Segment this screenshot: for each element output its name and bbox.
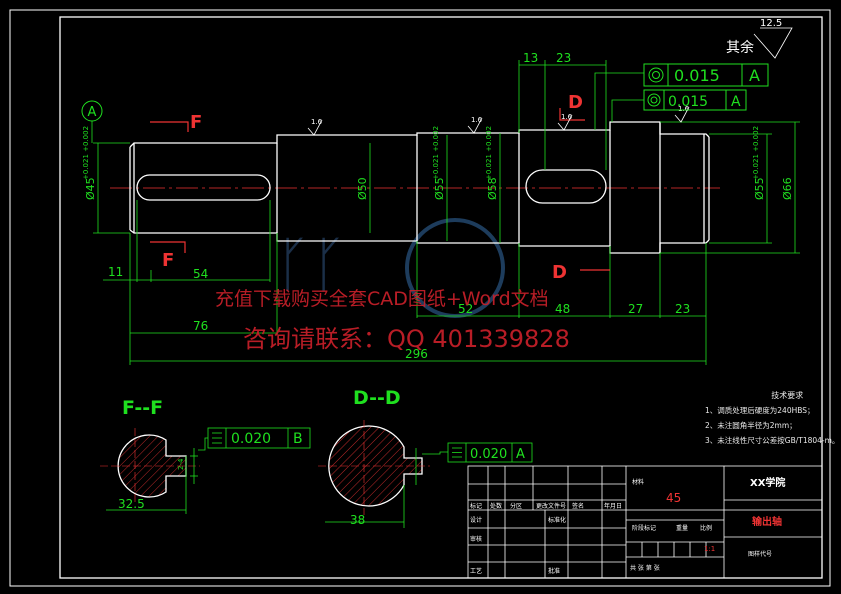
datum-label: A (88, 105, 97, 120)
h-zone: 分区 (510, 502, 522, 510)
section-f-key-depth: 2-4 (177, 458, 185, 470)
section-cut-marks (150, 108, 610, 271)
h-qty: 处数 (490, 502, 502, 510)
sym-f-value: 0.020 (231, 431, 271, 447)
dim-d55a: Ø55 (433, 177, 446, 200)
other-roughness-value: 12.5 (760, 18, 782, 29)
runout1-datum: A (749, 66, 760, 85)
scale-value: 1:1 (704, 545, 715, 553)
technical-requirements: 技术要求 1、调质处理后硬度为240HBS； 2、未注圆角半径为2mm； 3、未… (705, 388, 839, 448)
tol-55a: +0.021 +0.002 (432, 126, 440, 180)
school-name: XX学院 (750, 476, 785, 489)
material-value: 45 (666, 491, 681, 505)
r-std: 标准化 (548, 516, 566, 524)
section-title-dd: D--D (353, 387, 401, 409)
tolerance-superscripts: +0.021 +0.002 +0.021 +0.002 +0.021 +0.00… (82, 126, 760, 180)
roughness-2: 1.6 (471, 116, 483, 124)
dim-13: 13 (523, 51, 538, 65)
runout2-value: 0.015 (668, 94, 708, 110)
outer-frame (9, 9, 831, 587)
section-f-width: 32.5 (118, 497, 145, 511)
c-stage: 阶段标记 (632, 524, 656, 532)
other-roughness-label: 其余 (726, 39, 754, 56)
c-material: 材料 (632, 478, 644, 486)
note-2: 2、未注圆角半径为2mm； (705, 421, 797, 430)
dimension-lines (91, 60, 800, 365)
section-d-width: 38 (350, 513, 365, 527)
section-mark-d-bottom: D (552, 262, 567, 283)
roughness-values: 1.6 1.6 1.6 1.6 (311, 105, 690, 126)
h-mark: 标记 (470, 502, 482, 510)
part-name: 输出轴 (752, 515, 782, 528)
r-check: 审核 (470, 535, 482, 543)
datum-circle (81, 100, 103, 122)
tol-45: +0.021 +0.002 (82, 126, 90, 180)
title-block-labels: 标记 处数 分区 更改文件号 签名 年月日 设计 标准化 审核 工艺 批准 阶段… (470, 478, 772, 575)
watermark-logo-text: ᚴᚴ (275, 230, 347, 300)
r-process: 工艺 (470, 567, 482, 575)
roughness-4: 1.6 (678, 105, 690, 113)
diameter-texts: Ø50 Ø58 Ø66 Ø45 Ø55 Ø55 (84, 177, 794, 200)
h-docno: 更改文件号 (536, 502, 566, 510)
title-block (467, 465, 823, 579)
c-weight: 重量 (676, 524, 688, 532)
runout-frames (643, 63, 769, 111)
dim-d50: Ø50 (356, 177, 369, 200)
sym-f-datum: B (293, 431, 303, 447)
dim-23a: 23 (556, 51, 571, 65)
roughness-1: 1.6 (311, 118, 323, 126)
dim-23b: 23 (675, 302, 690, 316)
section-dd: 38 0.020 A (318, 420, 533, 528)
section-mark-d-top: D (568, 92, 583, 113)
h-date: 年月日 (604, 502, 622, 510)
roughness-3: 1.6 (561, 113, 573, 121)
notes-title: 技术要求 (771, 391, 804, 400)
section-mark-f-top: F (190, 112, 202, 133)
dim-11: 11 (108, 265, 123, 279)
dim-d66: Ø66 (781, 177, 794, 200)
runout2-datum: A (731, 94, 741, 110)
section-mark-f-bottom: F (162, 250, 174, 271)
dim-48: 48 (555, 302, 570, 316)
section-ff: 32.5 2-4 0.020 B (100, 427, 311, 514)
tol-55b: +0.021 +0.002 (752, 126, 760, 180)
c-docno: 图样代号 (748, 550, 772, 558)
roughness-symbols (307, 27, 793, 136)
dim-296: 296 (405, 347, 428, 361)
note-3: 3、未注线性尺寸公差按GB/T1804-m。 (705, 436, 840, 445)
sym-d-value: 0.020 (470, 447, 507, 462)
dimension-texts: 13 23 11 54 76 52 48 27 23 296 (108, 51, 690, 361)
dim-d45: Ø45 (84, 177, 97, 200)
section-title-ff: F--F (122, 397, 163, 419)
c-sheet: 共 张 第 张 (630, 564, 660, 572)
watermark-line-1: 充值下载购买全套CAD图纸+Word文档 (215, 288, 549, 310)
runout1-value: 0.015 (674, 66, 720, 85)
dim-d55b: Ø55 (753, 177, 766, 200)
note-1: 1、调质处理后硬度为240HBS； (705, 406, 815, 415)
dim-d58: Ø58 (486, 177, 499, 200)
dim-52: 52 (458, 302, 473, 316)
inner-frame (59, 16, 823, 579)
dim-27: 27 (628, 302, 643, 316)
h-sign: 签名 (572, 502, 584, 510)
c-scale: 比例 (700, 524, 712, 532)
sym-d-datum: A (516, 447, 525, 462)
watermark-line-2: 咨询请联系：QQ 401339828 (243, 325, 570, 353)
dim-54: 54 (193, 267, 208, 281)
dim-76: 76 (193, 319, 208, 333)
r-approve: 批准 (548, 567, 560, 575)
tol-58: +0.021 +0.002 (485, 126, 493, 180)
r-design: 设计 (470, 516, 482, 524)
